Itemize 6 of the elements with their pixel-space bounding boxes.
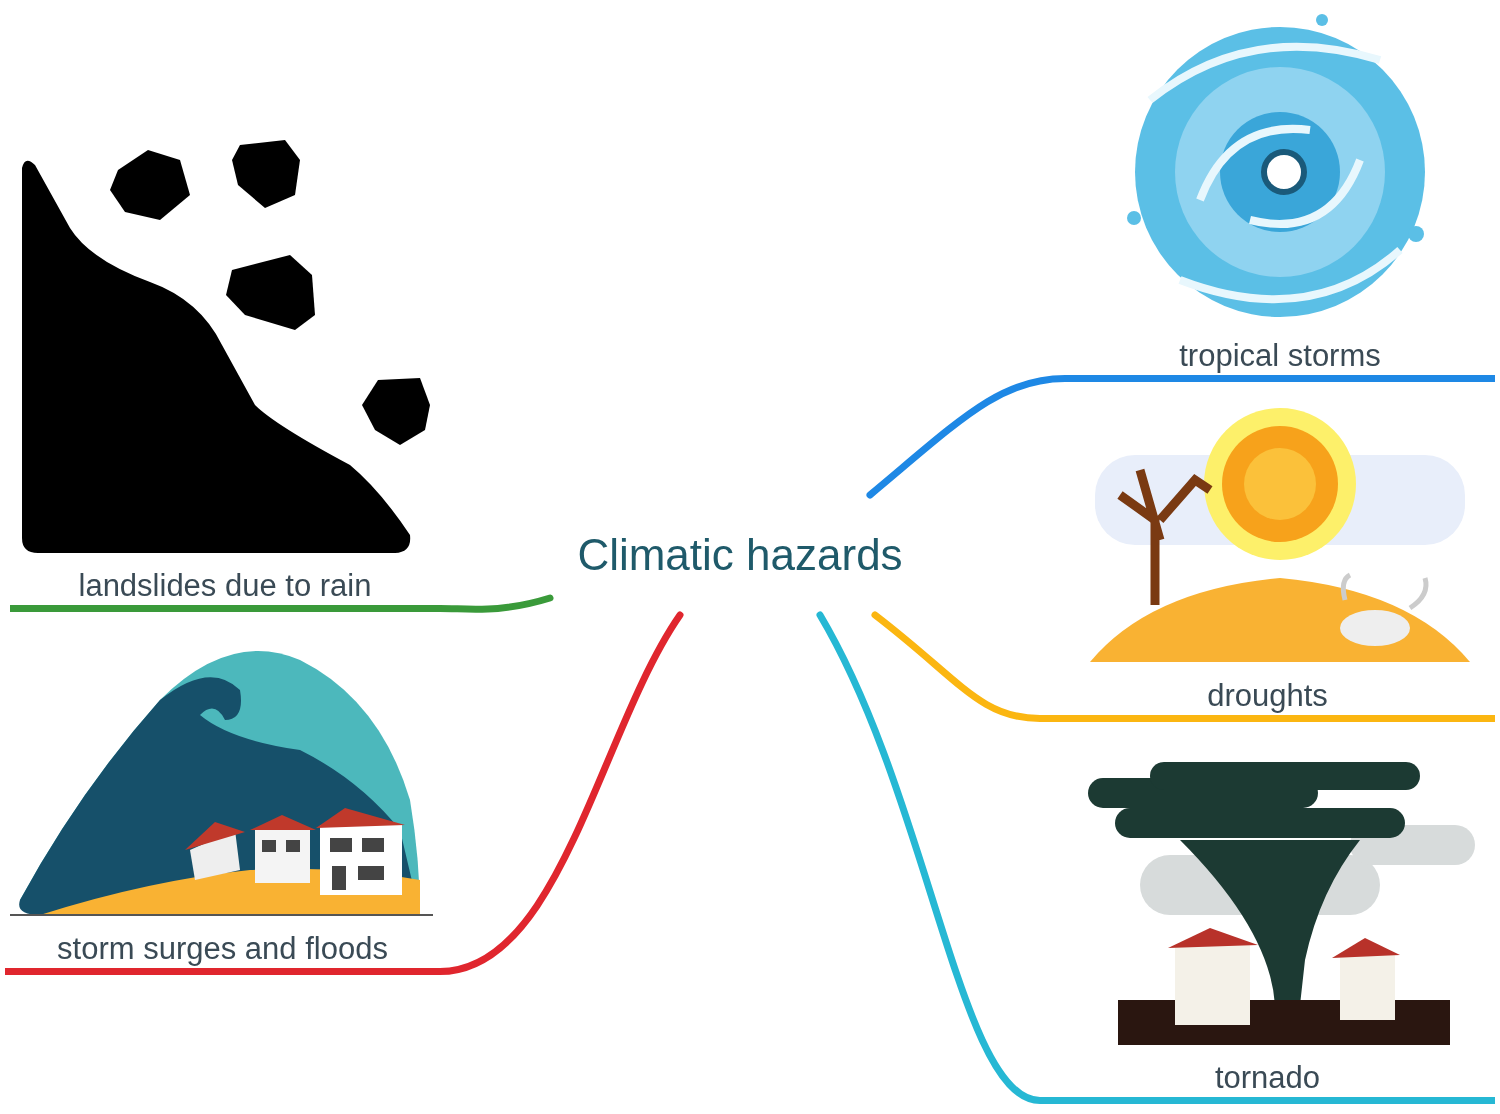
branch-label: droughts (1207, 680, 1328, 715)
branch-label: landslides due to rain (78, 570, 372, 605)
branch-label: tropical storms (1179, 340, 1381, 375)
branch-label: tornado (1214, 1062, 1321, 1097)
central-topic: Climatic hazards (577, 533, 903, 577)
branch-label: storm surges and floods (57, 933, 388, 968)
